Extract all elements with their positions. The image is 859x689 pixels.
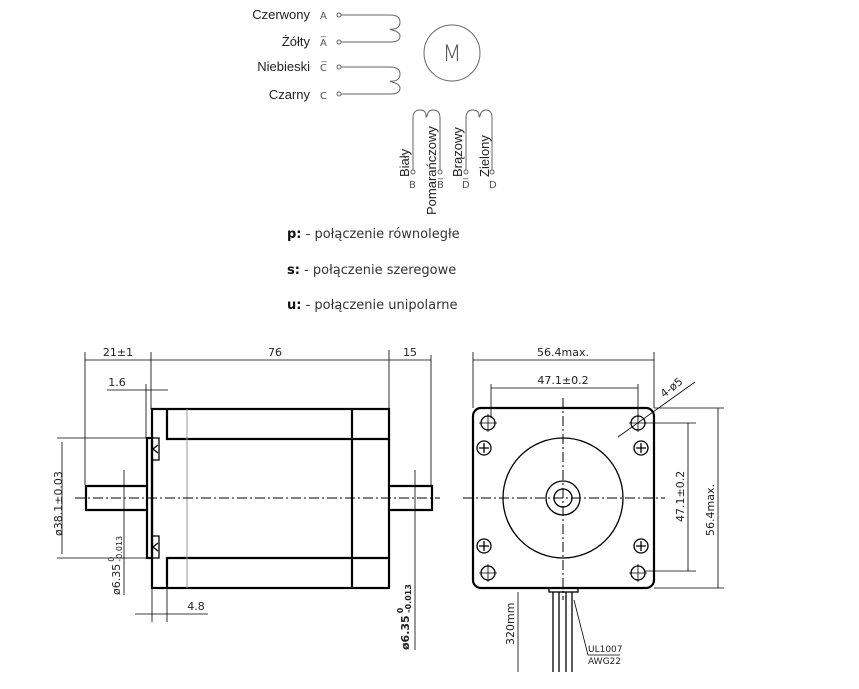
coil-a-icon [336,12,401,45]
wiring-diagram: Czerwony Żółty Niebieski Czarny A A̅ C̅ … [252,7,497,215]
pin-b-bar: B̅ [437,178,444,191]
dim-front-shaft-length: 21±1 [103,346,133,359]
dim-boss-diameter: ø38.1±0.03 [52,471,65,536]
coil-b-icon [410,109,443,175]
side-view-drawing: 21±1 76 15 1.6 ø38.1±0.03 ø6.350-0.013 4… [52,346,440,650]
pin-c-bar: C̅ [320,61,328,74]
coil-c-icon [336,64,401,97]
dim-hole-spacing-horizontal: 47.1±0.2 [537,374,588,387]
dim-front-height: 56.4max. [704,484,717,536]
motor-symbol-label: M [443,42,462,67]
wire-label-black: Czarny [269,87,311,102]
dim-front-width: 56.4max. [537,346,589,359]
pin-c: C [320,91,327,102]
wire-label-green: Zielony [477,135,492,177]
coil-d-icon [463,109,495,175]
wire-label-orange: Pomarańczowy [424,126,439,215]
dim-offset: 4.8 [187,600,205,613]
wire-label-white: Biały [397,148,412,177]
legend-parallel: p: - połączenie równoległe [287,227,460,242]
pin-a: A [320,11,327,22]
pin-a-bar: A̅ [320,36,327,49]
dim-cable-length: 320mm [504,603,517,645]
motor-symbol-icon [423,24,481,82]
pin-b: B [409,180,416,191]
dim-rear-shaft-diameter: ø6.350-0.013 [396,584,413,650]
legend-unipolar: u: - połączenie unipolarne [287,298,457,313]
wire-label-blue: Niebieski [257,59,310,74]
dim-shaft-diameter: ø6.350-0.013 [107,536,124,595]
pin-d-bar: D̅ [462,178,470,191]
cable-spec-ul: UL1007 [588,645,623,655]
dim-hole-spacing-vertical: 47.1±0.2 [674,471,687,522]
connection-legend: p: - połączenie równoległe s: - połączen… [287,227,460,313]
wire-label-red: Czerwony [252,7,310,22]
legend-series: s: - połączenie szeregowe [287,263,456,278]
dim-body-length: 76 [268,346,282,359]
screw-icon [476,440,649,554]
dim-flange-thickness: 1.6 [108,376,126,389]
wire-label-brown: Brązowy [450,127,465,177]
pin-d: D [489,180,497,191]
cable-icon [552,592,573,672]
cable-spec-awg: AWG22 [588,657,621,667]
front-view-drawing: 56.4max. 47.1±0.2 47.1±0.2 56.4max. 4-ø5… [463,346,724,672]
dim-mounting-holes: 4-ø5 [658,375,685,400]
wire-label-yellow: Żółty [282,34,311,49]
dim-rear-shaft-length: 15 [403,346,417,359]
